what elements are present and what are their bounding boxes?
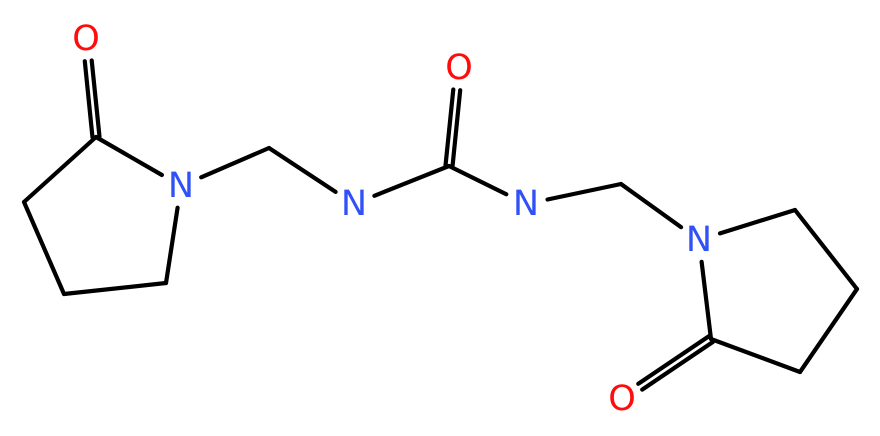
single-bond — [717, 207, 798, 236]
single-bond — [163, 205, 180, 286]
single-bond — [545, 181, 624, 202]
single-bond — [372, 163, 452, 198]
atom-n-left-amide: N — [341, 184, 367, 224]
single-bond — [93, 134, 164, 178]
atom-n-right-amide: N — [513, 184, 539, 224]
double-bond-line — [450, 88, 463, 169]
atom-n-right-ring: N — [686, 220, 712, 260]
single-bond — [699, 259, 714, 342]
single-bond — [21, 199, 67, 297]
single-bond — [797, 286, 860, 375]
atom-o-urea: O — [445, 48, 473, 88]
single-bond — [446, 163, 509, 197]
double-bond-line — [82, 59, 95, 140]
single-bond — [61, 280, 169, 297]
single-bond — [21, 134, 99, 205]
double-bond-line — [636, 334, 712, 386]
double-bond-line — [443, 87, 456, 168]
single-bond — [792, 207, 860, 292]
atom-n-left-ring: N — [168, 166, 194, 206]
double-bond-line — [640, 339, 716, 392]
atom-o-right-carbonyl: O — [608, 379, 636, 419]
atom-o-left-carbonyl: O — [72, 19, 100, 59]
single-bond — [708, 336, 803, 375]
single-bond — [618, 181, 684, 230]
bonds-layer — [21, 58, 860, 392]
double-bond-line — [89, 58, 102, 139]
single-bond — [199, 145, 272, 180]
single-bond — [266, 145, 338, 194]
